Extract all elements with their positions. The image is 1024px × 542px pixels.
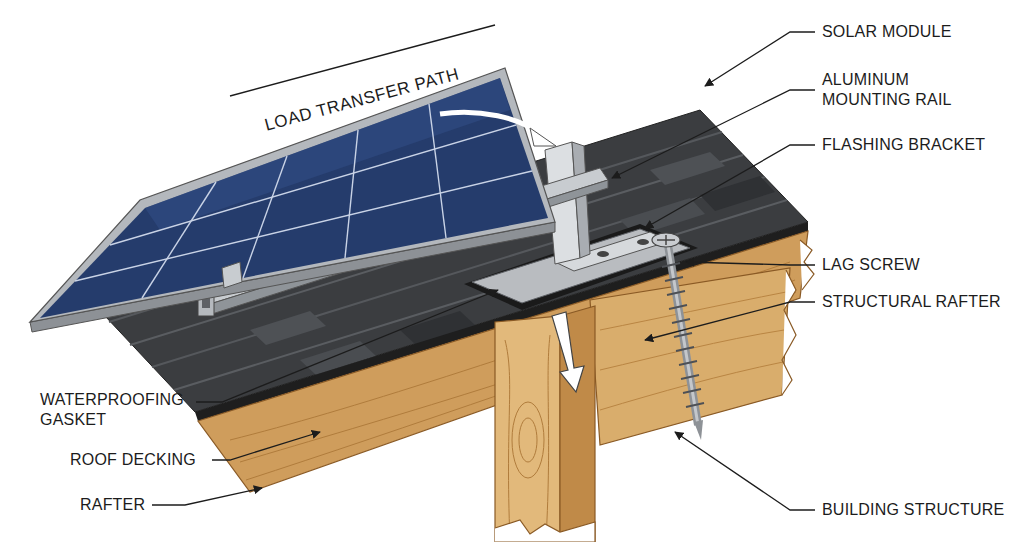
callout-label: LOAD TRANSFER PATH	[262, 64, 461, 135]
l-foot-bracket	[545, 142, 670, 271]
rafter-post	[495, 306, 595, 542]
callout-label: ROOF DECKING	[70, 450, 196, 470]
callout-label: BUILDING STRUCTURE	[822, 500, 1004, 520]
callout-label: LAG SCREW	[822, 255, 920, 275]
callout-label: ALUMINUM MOUNTING RAIL	[822, 70, 962, 110]
callout-label: FLASHING BRACKET	[822, 135, 985, 155]
load-arrow	[440, 112, 584, 392]
callout-label: WATERPROOFING GASKET	[40, 390, 190, 430]
callout-label: STRUCTURAL RAFTER	[822, 292, 1001, 312]
leader-lines	[152, 32, 815, 510]
callout-label: RAFTER	[80, 495, 145, 515]
callout-label: SOLAR MODULE	[822, 22, 952, 42]
